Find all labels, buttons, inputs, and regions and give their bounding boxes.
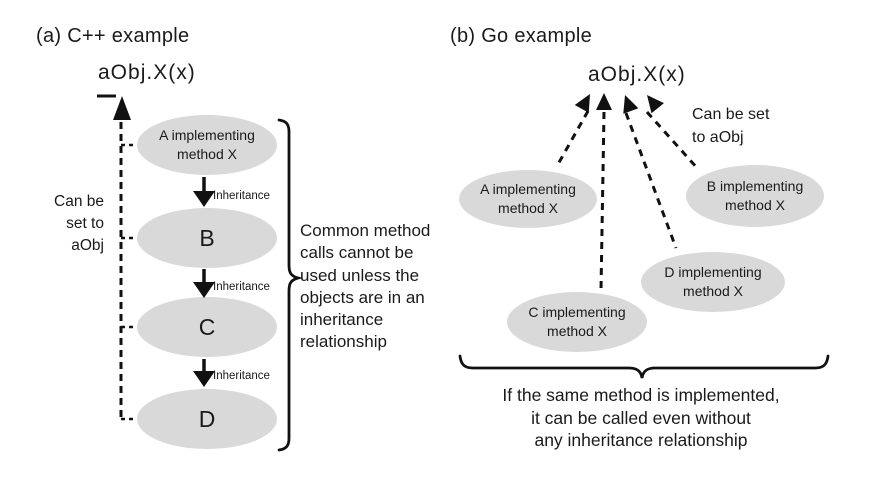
go-node-b-ellipse — [686, 165, 824, 227]
annotation-line: it can be called even without — [531, 407, 751, 428]
go-node-c-ellipse — [507, 292, 647, 352]
panel-a-title: (a) C++ example — [36, 25, 190, 47]
annotation-line: If the same method is implemented, — [502, 385, 780, 405]
up-arrowhead — [113, 96, 131, 120]
cpp-group-brace — [277, 118, 304, 452]
annotation-line: inheritance — [300, 310, 384, 330]
go-dashed-line-a — [555, 110, 590, 167]
go-dashed-line-b — [645, 110, 700, 171]
go-arrowhead-d — [623, 95, 639, 114]
node-label-line: B implementing — [706, 178, 804, 194]
panel-b-call-expression: aObj.X(x) — [588, 63, 686, 86]
cpp-node-c-label: C — [198, 314, 216, 340]
cpp-node-d-label: D — [198, 406, 216, 432]
panel-b-title: (b) Go example — [450, 25, 593, 47]
cpp-node-c-ellipse — [137, 297, 277, 357]
side-note-line: set to — [66, 215, 104, 232]
side-note-line: to aObj — [692, 129, 744, 146]
annotation-line: objects are in an — [300, 287, 425, 307]
node-label-line: A implementing — [159, 127, 255, 143]
panel-b-annotation: If the same method is implemented, it ca… — [449, 384, 833, 452]
panel-a-annotation: Common method calls cannot be used unles… — [300, 220, 470, 354]
inheritance-arrow-2-head — [193, 282, 215, 298]
cpp-node-b-label: B — [199, 225, 215, 251]
inheritance-label-3: Inheritance — [213, 370, 270, 382]
panel-a-call-expression: aObj.X(x) — [98, 61, 196, 84]
node-label-line: method X — [177, 146, 237, 162]
inheritance-label-1: Inheritance — [213, 190, 270, 202]
annotation-line: relationship — [300, 332, 387, 352]
go-node-c-label: C implementing method X — [507, 301, 647, 343]
node-label-line: C implementing — [528, 304, 626, 320]
go-dashed-line-d — [624, 112, 678, 249]
panel-b-side-note: Can be set to aObj — [692, 103, 812, 149]
side-note-line: aObj — [71, 237, 104, 254]
node-label-line: method X — [547, 323, 607, 339]
inheritance-arrow-3-head — [193, 371, 215, 387]
annotation-line: Common method — [300, 221, 431, 240]
side-note-line: Can be set — [692, 106, 770, 123]
go-arrowhead-a — [574, 94, 590, 113]
panel-a-side-note: Can be set to aObj — [24, 191, 104, 257]
go-arrowhead-b — [647, 95, 664, 114]
inheritance-arrow-1-head — [193, 191, 215, 207]
annotation-line: calls cannot be — [300, 243, 414, 263]
go-node-d-ellipse — [641, 252, 785, 312]
inheritance-label-2: Inheritance — [213, 281, 270, 293]
node-label-line: method X — [498, 200, 558, 216]
cpp-node-a-ellipse — [137, 115, 277, 175]
go-dashed-line-c — [599, 111, 606, 291]
node-label-line: method X — [725, 197, 785, 213]
go-node-b-label: B implementing method X — [685, 175, 825, 217]
go-node-a-ellipse — [459, 170, 597, 228]
node-label-line: D implementing — [664, 264, 762, 280]
cpp-node-b-ellipse — [137, 208, 277, 268]
node-label-line: A implementing — [480, 181, 576, 197]
annotation-line: any inheritance relationship — [534, 430, 748, 450]
cpp-node-a-label: A implementing method X — [137, 124, 277, 166]
go-node-d-label: D implementing method X — [643, 261, 783, 303]
side-note-line: Can be — [54, 193, 104, 210]
annotation-line: used unless the — [300, 265, 420, 285]
go-group-underbrace — [458, 354, 830, 379]
go-node-a-label: A implementing method X — [458, 178, 598, 220]
go-arrowhead-c — [596, 93, 612, 110]
node-label-line: method X — [683, 283, 743, 299]
cpp-node-d-ellipse — [137, 389, 277, 449]
